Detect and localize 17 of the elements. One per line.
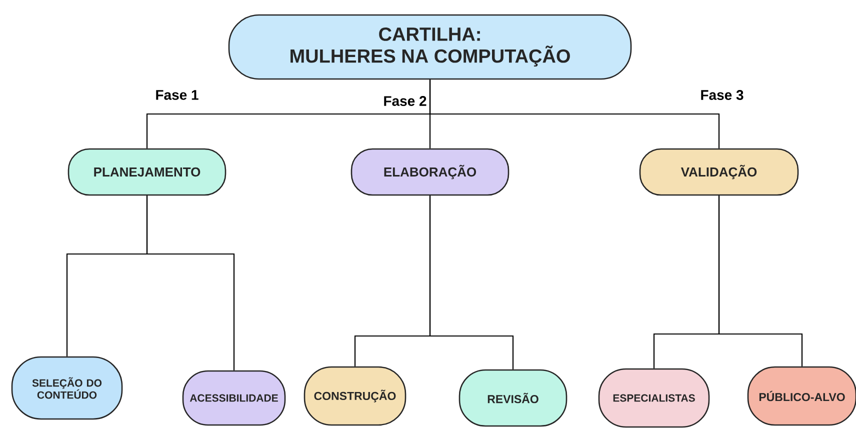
rounded-box: SELEÇÃO DO CONTEÚDO	[11, 356, 123, 420]
connector-line	[429, 196, 514, 370]
rounded-box: REVISÃO	[458, 369, 568, 427]
phase-label: Fase 3	[701, 90, 744, 100]
rounded-box: ESPECIALISTAS	[598, 368, 710, 428]
rounded-box: PLANEJAMENTO	[68, 148, 226, 196]
connector-line	[146, 196, 235, 370]
rounded-box: CONSTRUÇÃO	[304, 366, 406, 426]
phase-label: Fase 1	[156, 90, 198, 100]
phase-label: Fase 2	[384, 96, 426, 106]
rounded-box: ELABORAÇÃO	[350, 148, 510, 196]
rounded-box: PÚBLICO-ALVO	[747, 366, 856, 426]
connector-line	[718, 196, 803, 366]
connector-line	[429, 80, 720, 148]
rounded-box: VALIDAÇÃO	[639, 148, 799, 196]
rounded-box: ACESSIBILIDADE	[182, 370, 286, 426]
rounded-box: CARTILHA: MULHERES NA COMPUTAÇÃO	[228, 14, 632, 80]
